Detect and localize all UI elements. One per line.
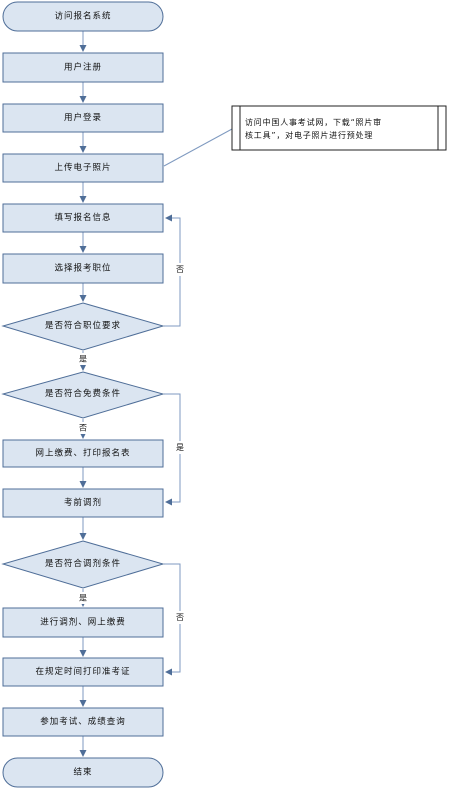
node-fill-info-label: 填写报名信息 <box>54 212 111 223</box>
node-login-label: 用户登录 <box>64 112 102 123</box>
node-pre-adjust-label: 考前调剂 <box>64 497 102 508</box>
node-exam-score: 参加考试、成绩查询 <box>2 707 164 737</box>
node-pre-adjust: 考前调剂 <box>2 488 164 518</box>
node-start-label: 访问报名系统 <box>54 11 111 22</box>
node-upload-photo-label: 上传电子照片 <box>54 162 111 173</box>
node-end-label: 结束 <box>73 767 92 778</box>
edge-label-no-position: 否 <box>176 265 184 274</box>
node-end: 结束 <box>2 757 164 788</box>
node-adjust-pay: 进行调剂、网上缴费 <box>2 607 164 638</box>
node-select-position-label: 选择报考职位 <box>54 263 111 274</box>
node-pay-print-label: 网上缴费、打印报名表 <box>35 448 130 459</box>
edge-labels: 否 是 否 是 是 否 <box>76 263 187 624</box>
edge-label-yes-adjust: 是 <box>79 594 87 603</box>
node-pay-print: 网上缴费、打印报名表 <box>2 439 164 468</box>
node-select-position: 选择报考职位 <box>2 253 164 284</box>
decision-adjust-label: 是否符合调剂条件 <box>45 558 121 569</box>
decision-position: 是否符合职位要求 <box>1 302 165 351</box>
decision-adjust: 是否符合调剂条件 <box>1 540 165 589</box>
note-photo-tool: 访问中国人事考试网，下载“照片审 核工具”，对电子照片进行预处理 <box>231 105 447 151</box>
node-start: 访问报名系统 <box>2 1 164 32</box>
note-line-2: 核工具”，对电子照片进行预处理 <box>245 130 373 140</box>
edge-label-yes-exempt: 是 <box>176 443 184 452</box>
node-print-ticket-label: 在规定时间打印准考证 <box>35 666 130 677</box>
decision-exempt-label: 是否符合免费条件 <box>45 388 121 399</box>
node-register-label: 用户注册 <box>64 62 102 73</box>
edge-label-yes-position: 是 <box>79 355 87 364</box>
decision-exempt: 是否符合免费条件 <box>1 371 165 419</box>
note-line-1: 访问中国人事考试网，下载“照片审 <box>245 117 382 127</box>
node-login: 用户登录 <box>2 103 164 133</box>
note-connector <box>163 128 233 167</box>
edge-label-no-adjust: 否 <box>176 613 184 622</box>
node-print-ticket: 在规定时间打印准考证 <box>2 657 164 687</box>
edge-label-no-exempt: 否 <box>79 424 87 433</box>
node-exam-score-label: 参加考试、成绩查询 <box>40 716 126 727</box>
node-adjust-pay-label: 进行调剂、网上缴费 <box>40 617 126 628</box>
node-fill-info: 填写报名信息 <box>2 203 164 233</box>
node-register: 用户注册 <box>2 52 164 83</box>
node-upload-photo: 上传电子照片 <box>2 153 164 183</box>
decision-position-label: 是否符合职位要求 <box>45 320 121 331</box>
